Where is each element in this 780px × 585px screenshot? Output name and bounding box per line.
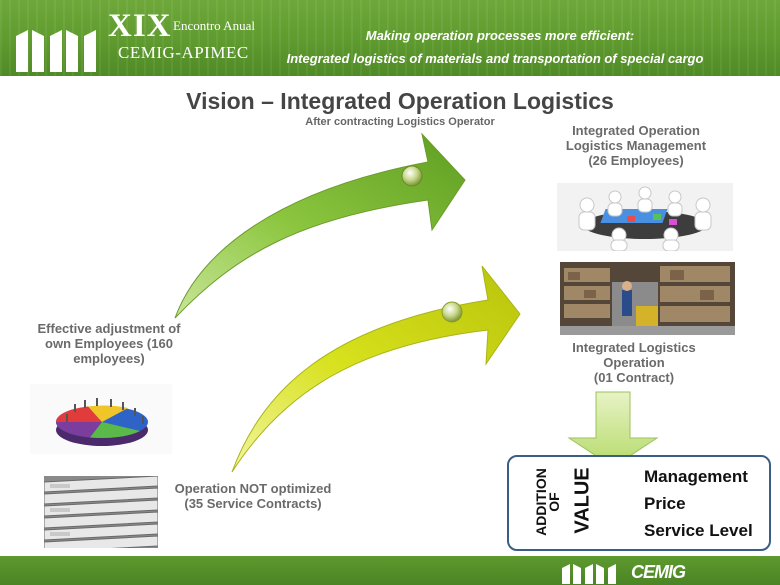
event-name: Encontro Anual <box>173 18 255 33</box>
yellow-arrow-ball <box>441 301 463 323</box>
value-items-list: Management Price Service Level <box>644 463 753 544</box>
label-line: Integrated Logistics <box>572 340 696 355</box>
green-arrow-shape <box>174 132 466 319</box>
header-line-2: Integrated logistics of materials and tr… <box>286 51 704 66</box>
pie-people-illustration <box>30 384 172 454</box>
label-line: employees) <box>73 351 145 366</box>
green-arrow-ball <box>401 165 423 187</box>
label-line: (26 Employees) <box>588 153 684 168</box>
label-line: Effective adjustment of <box>37 321 181 336</box>
cemig-bars-logo <box>16 30 96 72</box>
value-item-service-level: Service Level <box>644 521 753 540</box>
label-line: (35 Service Contracts) <box>184 496 322 511</box>
value-addition-box <box>507 455 771 551</box>
label-line: Logistics Management <box>565 138 707 153</box>
event-org: CEMIG-APIMEC <box>118 43 249 62</box>
label-line: Operation <box>603 355 665 370</box>
value-vertical-value: VALUE <box>571 467 594 534</box>
label-logistics-management: Integrated Operation Logistics Managemen… <box>550 123 722 168</box>
label-line: Operation NOT optimized <box>174 481 332 496</box>
label-employees-adjustment: Effective adjustment of own Employees (1… <box>24 321 194 366</box>
label-line: own Employees (160 <box>45 336 173 351</box>
warehouse-photo <box>560 262 735 335</box>
folders-photo <box>44 476 158 548</box>
slide-title: Vision – Integrated Operation Logistics <box>186 88 614 114</box>
value-vertical-of: OF <box>546 492 562 512</box>
label-logistics-operation: Integrated Logistics Operation (01 Contr… <box>560 340 708 385</box>
header-banner <box>0 0 780 76</box>
footer-bars-logo <box>562 564 616 584</box>
footer-bar <box>0 556 780 585</box>
label-operation-not-optimized: Operation NOT optimized (35 Service Cont… <box>162 481 344 511</box>
cemig-logo: CEMIG <box>631 562 686 582</box>
event-number: XIX <box>108 8 172 44</box>
value-item-price: Price <box>644 494 686 513</box>
yellow-arrow-shape <box>231 265 521 473</box>
label-line: (01 Contract) <box>593 370 675 385</box>
slide-subtitle: After contracting Logistics Operator <box>305 116 495 128</box>
meeting-illustration <box>557 183 733 251</box>
value-item-management: Management <box>644 467 748 486</box>
header-texture <box>0 0 780 76</box>
label-line: Integrated Operation <box>572 123 700 138</box>
header-line-1: Making operation processes more efficien… <box>365 28 635 43</box>
